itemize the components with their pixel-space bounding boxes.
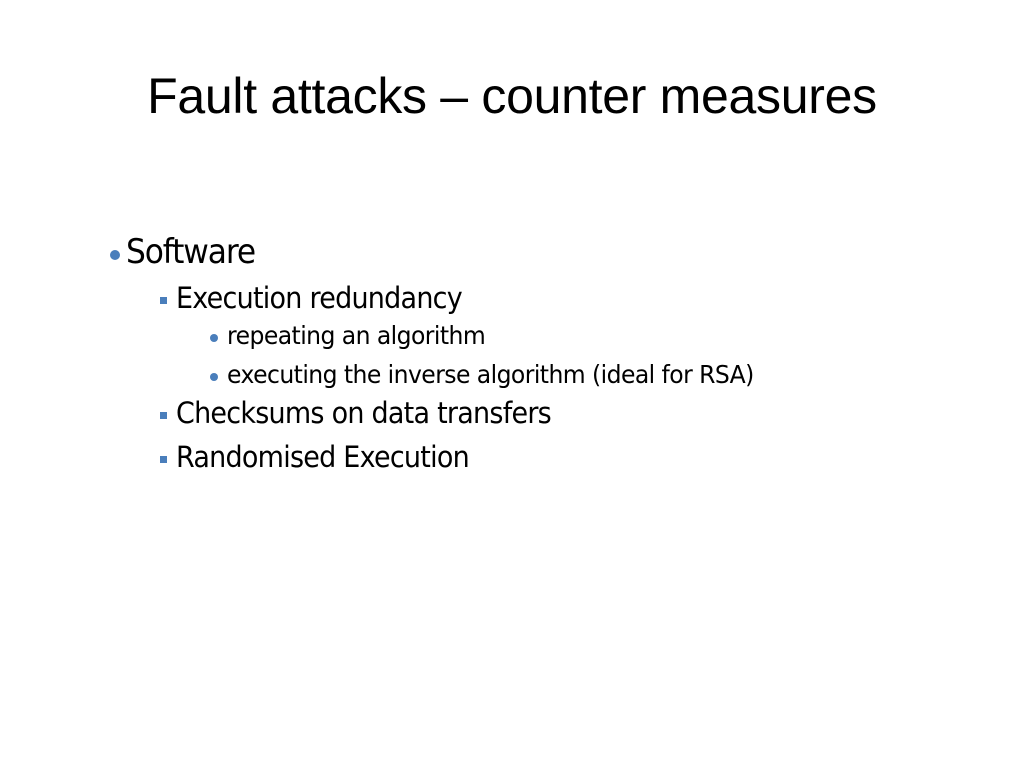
slide-title: Fault attacks – counter measures — [147, 68, 877, 124]
bullet-text: Software — [126, 232, 256, 272]
square-bullet-icon — [160, 412, 167, 419]
bullet-level2: Execution redundancy — [160, 279, 484, 317]
bullet-level2: Randomised Execution — [160, 438, 491, 476]
round-bullet-icon — [210, 372, 218, 381]
bullet-level2: Checksums on data transfers — [160, 394, 579, 432]
bullet-text: Checksums on data transfers — [176, 396, 552, 430]
bullet-level3: executing the inverse algorithm (ideal f… — [210, 358, 787, 392]
round-bullet-icon — [110, 249, 120, 260]
bullet-text: Randomised Execution — [176, 440, 470, 474]
square-bullet-icon — [160, 456, 167, 463]
round-bullet-icon — [210, 333, 218, 342]
bullet-level1: Software — [110, 230, 266, 274]
bullet-text: Execution redundancy — [176, 281, 463, 315]
square-bullet-icon — [160, 297, 167, 304]
bullet-text: repeating an algorithm — [227, 321, 486, 350]
bullet-text: executing the inverse algorithm (ideal f… — [227, 360, 754, 389]
bullet-level3: repeating an algorithm — [210, 319, 502, 353]
